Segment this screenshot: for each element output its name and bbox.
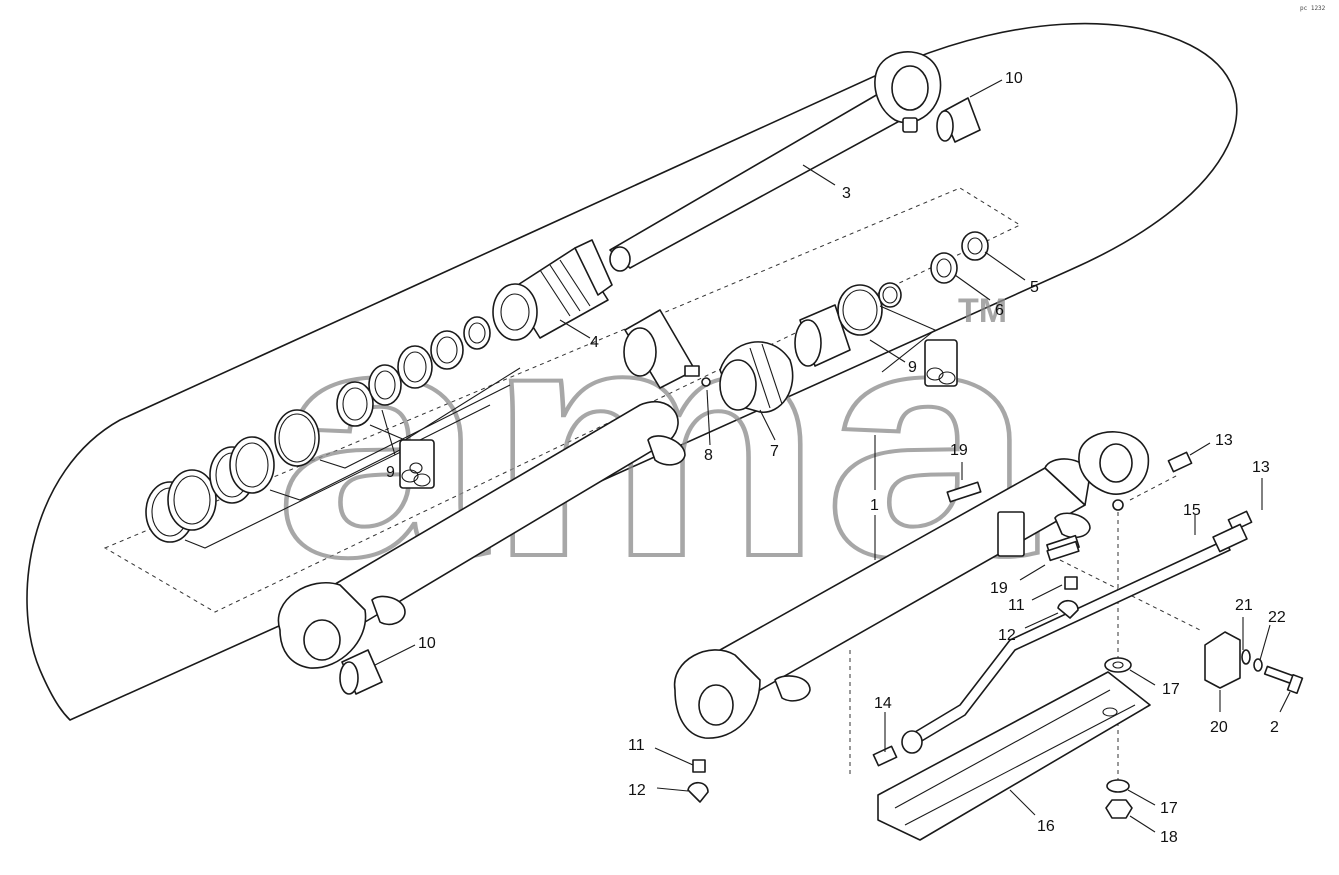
callout-5: 5 — [1030, 279, 1039, 296]
bushing-bottom — [339, 649, 383, 695]
watermark-tm: TM — [958, 292, 1007, 330]
cylinder-tube-upper — [277, 400, 686, 669]
callout-7: 7 — [770, 443, 779, 460]
fittings-11-12 — [687, 576, 1079, 803]
callout-1: 1 — [870, 497, 879, 514]
seal-rings-right — [794, 282, 937, 373]
rubber-boot — [719, 341, 794, 413]
callout-20: 20 — [1210, 719, 1228, 736]
callout-6: 6 — [995, 302, 1004, 319]
clamp-hardware — [1204, 631, 1304, 695]
callout-14: 14 — [874, 695, 892, 712]
bushings-small — [930, 231, 989, 284]
callout-4: 4 — [590, 334, 599, 351]
callout-8: 8 — [704, 447, 713, 464]
piston-gland — [492, 239, 613, 341]
callout-9-right: 9 — [908, 359, 917, 376]
callout-11-upper: 11 — [1008, 597, 1025, 614]
assembly-outline — [26, 22, 1238, 721]
valve-cartridge — [623, 309, 711, 389]
washers-nut — [1104, 657, 1133, 819]
callout-22: 22 — [1268, 609, 1286, 626]
seal-kit-bag-left — [399, 439, 435, 489]
fittings-13 — [1167, 451, 1253, 532]
callout-15: 15 — [1183, 502, 1201, 519]
alignment-lines — [849, 474, 1201, 780]
callout-19-top: 19 — [950, 442, 968, 459]
callout-10-bottom: 10 — [418, 635, 436, 652]
callout-13-upper: 13 — [1215, 432, 1233, 449]
callout-10-top: 10 — [1005, 70, 1023, 87]
corner-code: pc 1232 — [1300, 5, 1326, 12]
seal-kit-box — [103, 187, 1022, 613]
kit-leader-lines-left — [184, 367, 521, 549]
callout-18: 18 — [1160, 829, 1178, 846]
fitting-14 — [872, 745, 898, 767]
callout-2: 2 — [1270, 719, 1279, 736]
leader-lines — [374, 79, 1291, 833]
bushing-top — [936, 97, 981, 143]
callout-17-upper: 17 — [1162, 681, 1180, 698]
callout-13-lower: 13 — [1252, 459, 1270, 476]
cylinder-assembled — [673, 431, 1150, 739]
callout-17-lower: 17 — [1160, 800, 1178, 817]
hydraulic-line — [901, 523, 1248, 754]
callout-12-lower: 12 — [628, 782, 646, 799]
piston-rod — [609, 51, 942, 272]
guard-channel — [877, 671, 1151, 841]
shims-19 — [946, 481, 1080, 562]
seal-rings-left — [145, 316, 491, 543]
callout-12-upper: 12 — [998, 627, 1016, 644]
callout-19-bottom: 19 — [990, 580, 1008, 597]
callout-3: 3 — [842, 185, 851, 202]
seal-kit-bag-right — [924, 339, 958, 387]
callout-11-lower: 11 — [628, 737, 645, 754]
callout-21: 21 — [1235, 597, 1253, 614]
callout-16: 16 — [1037, 818, 1055, 835]
callout-labels: 3 10 10 5 6 4 9 9 8 7 1 19 19 13 13 15 1… — [386, 70, 1286, 846]
callout-9-left: 9 — [386, 464, 395, 481]
